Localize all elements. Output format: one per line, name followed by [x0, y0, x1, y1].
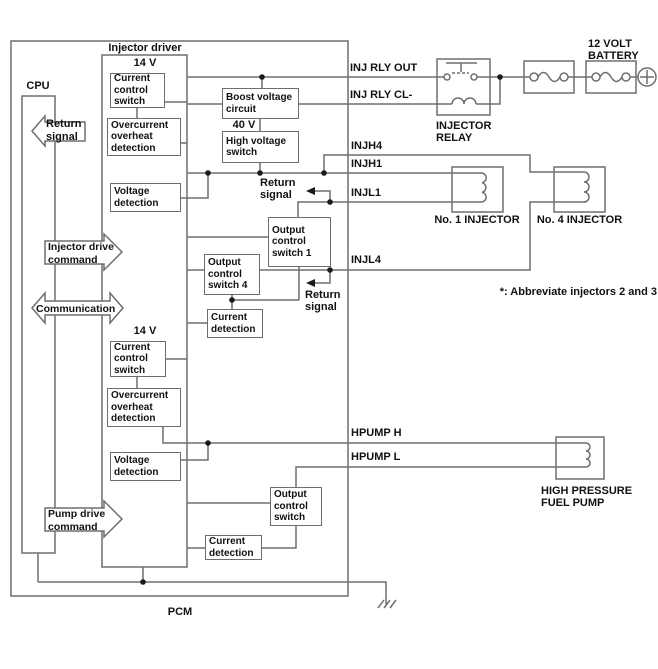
voltage-14v-top-label: 14 V	[133, 57, 157, 69]
fuel-pump-label: HIGH PRESSURE FUEL PUMP	[541, 485, 633, 509]
junction-dots	[140, 74, 503, 585]
block-voltage-detection-1: Voltage detection	[110, 183, 181, 212]
injector-relay-box	[436, 58, 491, 116]
return-arrowhead-2-icon	[306, 279, 315, 287]
block-current-control-switch-1: Current control switch	[110, 73, 165, 108]
signal-inj-rly-out: INJ RLY OUT	[350, 62, 418, 74]
block-high-voltage-switch: High voltage switch	[222, 131, 299, 163]
injector-drive-command-label: Injector drive command	[48, 241, 114, 266]
cpu-label: CPU	[26, 80, 50, 92]
communication-arrow	[31, 290, 124, 326]
signal-hpump-l: HPUMP L	[351, 451, 401, 463]
pump-drive-command-label: Pump drive command	[48, 508, 106, 533]
abbreviation-note: *: Abbreviate injectors 2 and 3	[499, 286, 657, 298]
cpu-box	[21, 95, 56, 554]
signal-hpump-h: HPUMP H	[351, 427, 402, 439]
fuel-pump-coil-icon	[556, 442, 591, 468]
voltage-40v-label: 40 V	[232, 119, 256, 131]
pcm-box	[10, 40, 349, 597]
return-signal-arrow	[31, 113, 86, 149]
block-boost-voltage-circuit: Boost voltage circuit	[222, 88, 299, 119]
block-current-control-switch-2: Current control switch	[110, 341, 166, 377]
signal-injh4: INJH4	[351, 140, 383, 152]
block-output-control-switch-4: Output control switch 4	[204, 254, 260, 295]
injector-4-coil-icon	[554, 171, 590, 203]
fuse-icons	[529, 71, 631, 83]
ground-icon	[377, 599, 397, 609]
voltage-14v-bottom-label: 14 V	[133, 325, 157, 337]
injector-1-box	[451, 166, 504, 213]
component-boxes	[436, 58, 637, 480]
signal-injl1: INJL1	[351, 187, 381, 199]
relay-coil-icon	[451, 97, 477, 105]
block-arrows	[31, 113, 124, 539]
pcm-label: PCM	[167, 606, 193, 618]
block-output-control-switch-pump: Output control switch	[270, 487, 322, 526]
injector-driver-label: Injector driver	[108, 42, 182, 54]
injector-4-label: No. 4 INJECTOR	[536, 214, 623, 226]
block-overcurrent-overheat-detection-1: Overcurrent overheat detection	[107, 118, 181, 156]
return-signal-small-1-label: Return signal	[260, 177, 296, 201]
block-overcurrent-overheat-detection-2: Overcurrent overheat detection	[107, 388, 181, 427]
signal-injh1: INJH1	[351, 158, 383, 170]
wires	[37, 76, 638, 609]
relay-contact-icon	[443, 62, 478, 81]
block-current-detection-2: Current detection	[205, 535, 262, 560]
signal-injl4: INJL4	[351, 254, 381, 266]
block-voltage-detection-2: Voltage detection	[110, 452, 181, 481]
communication-label: Communication	[36, 303, 116, 315]
return-signal-small-2-label: Return signal	[305, 289, 341, 313]
injector-relay-label: INJECTOR RELAY	[436, 120, 492, 144]
battery-icon	[637, 67, 657, 87]
return-arrowhead-1-icon	[306, 187, 315, 195]
block-current-detection-1: Current detection	[207, 309, 263, 338]
injector-4-box	[553, 166, 606, 213]
pump-drive-command-arrow	[44, 499, 124, 539]
injector-1-label: No. 1 INJECTOR	[434, 214, 520, 226]
return-signal-label: Return signal	[46, 118, 82, 143]
injector-1-coil-icon	[452, 172, 487, 203]
fuel-pump-box	[555, 436, 605, 480]
signal-inj-rly-cl: INJ RLY CL-	[350, 89, 413, 101]
injector-drive-command-arrow	[44, 232, 124, 272]
battery-label: 12 VOLT BATTERY	[588, 38, 639, 62]
block-output-control-switch-1: Output control switch 1	[268, 217, 331, 267]
